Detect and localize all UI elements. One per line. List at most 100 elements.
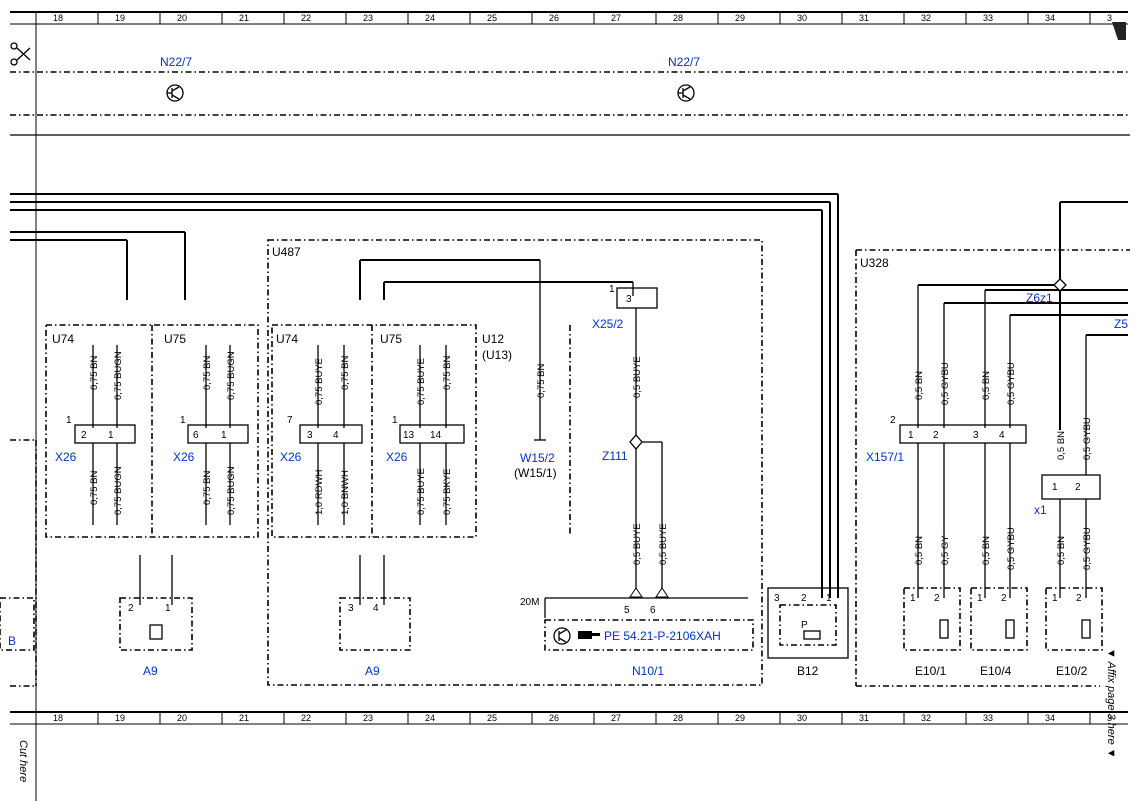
svg-text:2: 2 — [801, 593, 807, 604]
ruler-column-number: 24 — [425, 713, 435, 723]
connector-label-w15-2: W15/2 — [520, 451, 555, 465]
wire-label: 0,5 BN — [1056, 431, 1067, 460]
group-label-u12: U12 — [482, 332, 504, 346]
wire-label: 0,5 GYBU — [940, 362, 951, 405]
ruler-column-number: 26 — [549, 713, 559, 723]
svg-text:6: 6 — [650, 605, 656, 616]
connector-label-x26: X26 — [386, 450, 408, 464]
component-label-n10-1: N10/1 — [632, 664, 664, 678]
svg-text:13: 13 — [403, 430, 415, 441]
connector-label-z111: Z111 — [602, 449, 628, 463]
ruler-column-number: 30 — [797, 713, 807, 723]
transistor-icon — [166, 84, 184, 102]
u74-u75-left-block: U74 U75 0,75 BN 0,75 BUGN 0,75 BN 0,75 B… — [45, 324, 259, 538]
wire-label: 0,5 BN — [981, 536, 992, 565]
svg-text:3: 3 — [973, 430, 979, 441]
b12-component: 3 2 1 P B12 — [767, 587, 849, 678]
connector-label-z5: Z5 — [1114, 317, 1128, 331]
svg-text:1: 1 — [908, 430, 914, 441]
component-label-e10-2: E10/2 — [1056, 664, 1088, 678]
ruler-column-number: 32 — [921, 13, 931, 23]
ruler-column-number: 28 — [673, 13, 683, 23]
svg-text:7: 7 — [287, 415, 293, 426]
wire-label: 0,5 BUYE — [632, 356, 643, 398]
svg-text:2: 2 — [81, 430, 87, 441]
svg-text:4: 4 — [999, 430, 1005, 441]
ruler-column-number: 32 — [921, 713, 931, 723]
ruler-column-number: 19 — [115, 13, 125, 23]
component-label-b: B — [8, 634, 16, 648]
svg-text:3: 3 — [307, 430, 313, 441]
svg-text:3: 3 — [774, 593, 780, 604]
wire-label: 0,75 BN — [442, 356, 453, 390]
ruler-column-number: 23 — [363, 713, 373, 723]
svg-text:2: 2 — [934, 593, 940, 604]
wire-label: 0,75 BN — [89, 356, 100, 390]
component-label-a9: A9 — [143, 664, 158, 678]
wire-label: 0,75 BN — [340, 356, 351, 390]
wire-label: 0,75 BUYE — [416, 468, 427, 515]
svg-text:14: 14 — [430, 430, 442, 441]
svg-text:4: 4 — [333, 430, 339, 441]
group-label-u75: U75 — [380, 332, 402, 346]
wire-label: 0,75 BN — [536, 364, 547, 398]
ruler-column-number: 34 — [1045, 713, 1055, 723]
transistor-icon — [553, 627, 571, 645]
connector-label-x157-1: X157/1 — [866, 450, 904, 464]
a9-left-component: 2 1 A9 — [119, 555, 193, 678]
ruler-column-number: 31 — [859, 13, 869, 23]
svg-text:1: 1 — [1052, 482, 1058, 493]
ruler-column-number: 23 — [363, 13, 373, 23]
wire-label: 0,75 BN — [202, 471, 213, 505]
svg-text:2: 2 — [128, 603, 134, 614]
connector-label-x1: x1 — [1034, 503, 1047, 517]
ruler-column-number: 18 — [53, 713, 63, 723]
connector-label-x25-2: X25/2 — [592, 317, 624, 331]
ruler-column-number: 28 — [673, 713, 683, 723]
ruler-column-number: 18 — [53, 13, 63, 23]
svg-text:3: 3 — [626, 294, 632, 305]
wire-label: 0,5 GYBU — [1006, 527, 1017, 570]
ruler-column-number: 34 — [1045, 13, 1055, 23]
component-label-e10-4: E10/4 — [980, 664, 1012, 678]
wire-label: 0,5 GY — [940, 535, 951, 565]
svg-text:1: 1 — [66, 415, 72, 426]
ruler-column-number: 33 — [983, 13, 993, 23]
ruler-column-number: 30 — [797, 13, 807, 23]
component-label-n22-7: N22/7 — [668, 55, 700, 69]
svg-text:1: 1 — [108, 430, 114, 441]
svg-text:1: 1 — [392, 415, 398, 426]
ruler-column-number: 19 — [115, 713, 125, 723]
wire-label: 0,5 BN — [1056, 536, 1067, 565]
svg-text:2: 2 — [933, 430, 939, 441]
ruler-column-number: 27 — [611, 13, 621, 23]
group-label-u328: U328 — [860, 256, 889, 270]
wire-label: 0,75 BN — [202, 356, 213, 390]
b-left-component: B — [0, 440, 37, 687]
reference-link-pe[interactable]: PE 54.21-P-2106XAH — [604, 629, 721, 643]
connector-label-z6z1: Z6z1 — [1026, 291, 1053, 305]
affix-page-note: ▼ Affix page 3 here ▼ — [1105, 648, 1117, 759]
wire-label: 0,5 BN — [914, 371, 925, 400]
ruler-column-number: 20 — [177, 13, 187, 23]
ruler-column-number: 25 — [487, 713, 497, 723]
ruler-column-number: 26 — [549, 13, 559, 23]
ruler-column-number: 21 — [239, 13, 249, 23]
wire-label: 0,75 BUGN — [113, 351, 124, 400]
connector-label-x26: X26 — [55, 450, 77, 464]
wire-label: 1,0 BNWH — [340, 470, 351, 515]
wire-label: 0,5 BN — [914, 536, 925, 565]
wire-label: 0,75 BUGN — [226, 351, 237, 400]
ruler-column-number: 3 — [1107, 713, 1112, 723]
wire-label: 0,5 GYBU — [1082, 417, 1093, 460]
wire-label: 0,75 BUYE — [416, 358, 427, 405]
wire-label: 0,5 GYBU — [1082, 527, 1093, 570]
wire-label: 0,5 BN — [981, 371, 992, 400]
svg-text:1: 1 — [221, 430, 227, 441]
wire-label: 0,5 GYBU — [1006, 362, 1017, 405]
group-label-u13: (U13) — [482, 348, 512, 362]
connector-label-x26: X26 — [173, 450, 195, 464]
svg-text:5: 5 — [624, 605, 630, 616]
ruler-column-number: 25 — [487, 13, 497, 23]
